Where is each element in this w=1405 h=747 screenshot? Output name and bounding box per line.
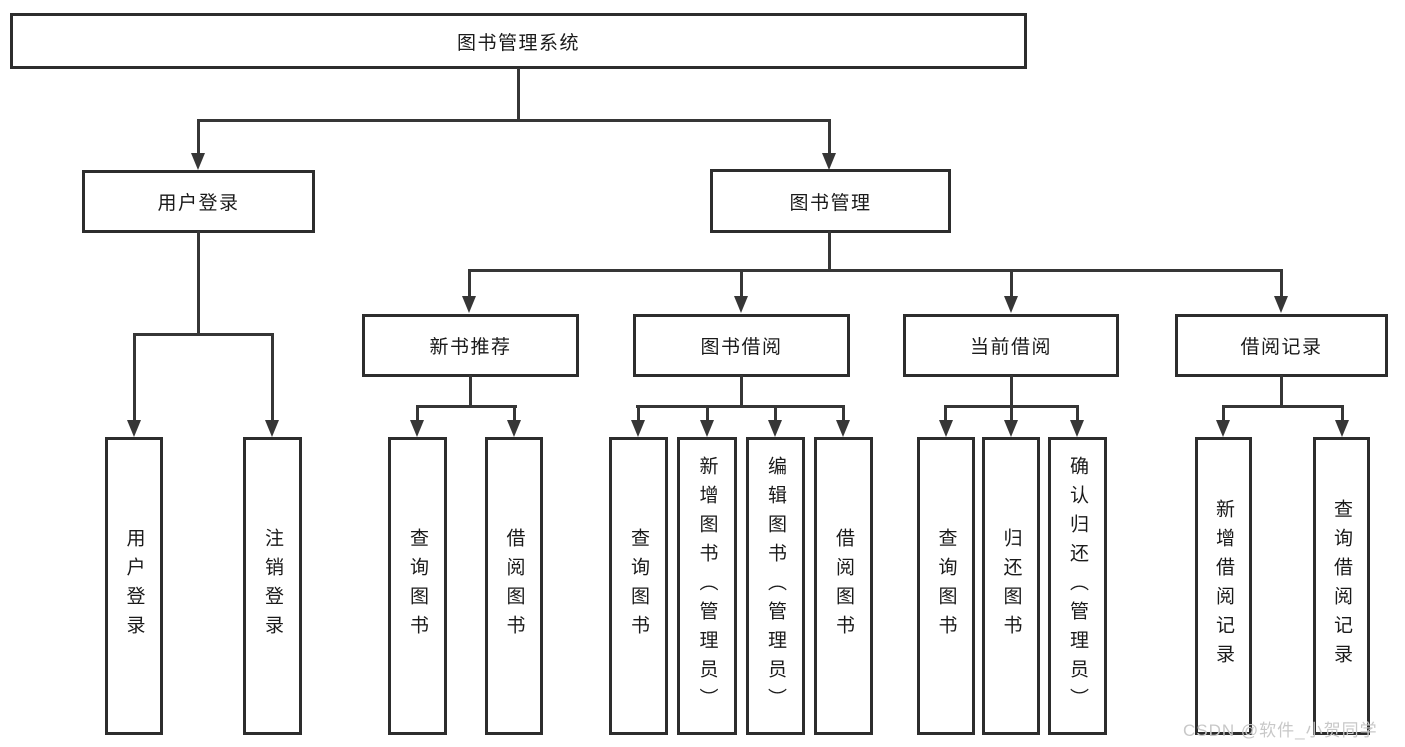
leaf-add-borrow-record: 新增借阅记录: [1195, 437, 1252, 735]
leaf-query-books-borrowing: 查询图书: [609, 437, 668, 735]
connector-line: [774, 405, 777, 420]
leaf-borrow-books-recommend: 借阅图书: [485, 437, 543, 735]
connector-line: [1341, 405, 1344, 420]
node-book-management: 图书管理: [710, 169, 951, 233]
connector-line: [1010, 405, 1013, 420]
node-label: 新书推荐: [429, 337, 512, 358]
arrowhead-down: [462, 296, 476, 313]
node-label: 借阅图书: [503, 528, 525, 644]
node-library-system: 图书管理系统: [10, 13, 1027, 69]
node-label: 查询图书: [628, 528, 649, 644]
connector-line: [197, 119, 831, 122]
node-label: 查询图书: [407, 528, 428, 644]
arrowhead-down: [836, 420, 850, 437]
leaf-edit-book-admin: 编辑图书（管理员）: [746, 437, 805, 735]
node-book-borrowing: 图书借阅: [633, 314, 850, 377]
leaf-confirm-return-admin: 确认归还（管理员）: [1048, 437, 1107, 735]
connector-line: [842, 405, 845, 420]
arrowhead-down: [1216, 420, 1230, 437]
node-borrowing-records: 借阅记录: [1175, 314, 1388, 377]
node-new-book-recommendation: 新书推荐: [362, 314, 579, 377]
node-label: 确认归还（管理员）: [1067, 455, 1088, 717]
node-label: 图书借阅: [700, 337, 783, 358]
connector-line: [416, 405, 517, 408]
node-label: 注销登录: [262, 528, 283, 644]
connector-line: [416, 405, 419, 420]
connector-line: [828, 231, 831, 271]
leaf-borrow-books-borrowing: 借阅图书: [814, 437, 873, 735]
connector-line: [1222, 405, 1225, 420]
node-current-borrowing: 当前借阅: [903, 314, 1119, 377]
connector-line: [513, 405, 516, 420]
node-label: 编辑图书（管理员）: [765, 455, 786, 717]
node-label: 新增借阅记录: [1213, 499, 1234, 673]
connector-line: [637, 405, 640, 420]
leaf-query-borrow-record: 查询借阅记录: [1313, 437, 1370, 735]
connector-line: [468, 269, 1282, 272]
leaf-query-books-recommend: 查询图书: [388, 437, 447, 735]
node-label: 借阅图书: [833, 528, 854, 644]
node-label: 借阅记录: [1240, 337, 1323, 358]
connector-line: [740, 375, 743, 408]
connector-line: [1280, 375, 1283, 408]
arrowhead-down: [1004, 420, 1018, 437]
connector-line: [517, 68, 520, 121]
node-label: 查询图书: [935, 528, 957, 644]
arrowhead-down: [507, 420, 521, 437]
arrowhead-down: [939, 420, 953, 437]
node-label: 新增图书（管理员）: [696, 455, 718, 717]
arrowhead-down: [265, 420, 279, 437]
node-label: 图书管理: [789, 192, 872, 214]
arrowhead-down: [631, 420, 645, 437]
leaf-user-login: 用户登录: [105, 437, 163, 735]
arrowhead-down: [1004, 296, 1018, 313]
connector-line: [828, 119, 831, 155]
connector-line: [1222, 405, 1344, 408]
node-label: 当前借阅: [969, 337, 1052, 358]
connector-line: [197, 119, 200, 155]
node-label: 归还图书: [1000, 528, 1022, 644]
arrowhead-down: [768, 420, 782, 437]
node-label: 图书管理系统: [456, 32, 580, 54]
connector-line: [1010, 375, 1013, 408]
node-label: 用户登录: [123, 528, 145, 644]
arrowhead-down: [700, 420, 714, 437]
arrowhead-down: [191, 153, 205, 170]
arrowhead-down: [822, 153, 836, 170]
connector-line: [271, 333, 274, 420]
connector-line: [944, 405, 947, 420]
leaf-query-books-current: 查询图书: [917, 437, 975, 735]
connector-line: [197, 231, 200, 336]
node-label: 用户登录: [157, 193, 240, 214]
node-label: 查询借阅记录: [1331, 499, 1352, 673]
connector-line: [1010, 269, 1013, 297]
connector-line: [468, 269, 471, 297]
connector-line: [133, 333, 274, 336]
arrowhead-down: [734, 296, 748, 313]
connector-line: [469, 375, 472, 408]
arrowhead-down: [1274, 296, 1288, 313]
leaf-logout: 注销登录: [243, 437, 302, 735]
connector-line: [706, 405, 709, 420]
arrowhead-down: [1070, 420, 1084, 437]
node-user-login: 用户登录: [82, 170, 315, 233]
leaf-return-books: 归还图书: [982, 437, 1040, 735]
arrowhead-down: [127, 420, 141, 437]
connector-line: [740, 269, 743, 297]
leaf-add-book-admin: 新增图书（管理员）: [677, 437, 737, 735]
csdn-watermark: CSDN @软件_小贺同学: [1183, 721, 1378, 740]
arrowhead-down: [1335, 420, 1349, 437]
connector-line: [1280, 269, 1283, 297]
connector-line: [1076, 405, 1079, 420]
connector-line: [133, 333, 136, 420]
connector-line: [636, 405, 845, 408]
arrowhead-down: [410, 420, 424, 437]
